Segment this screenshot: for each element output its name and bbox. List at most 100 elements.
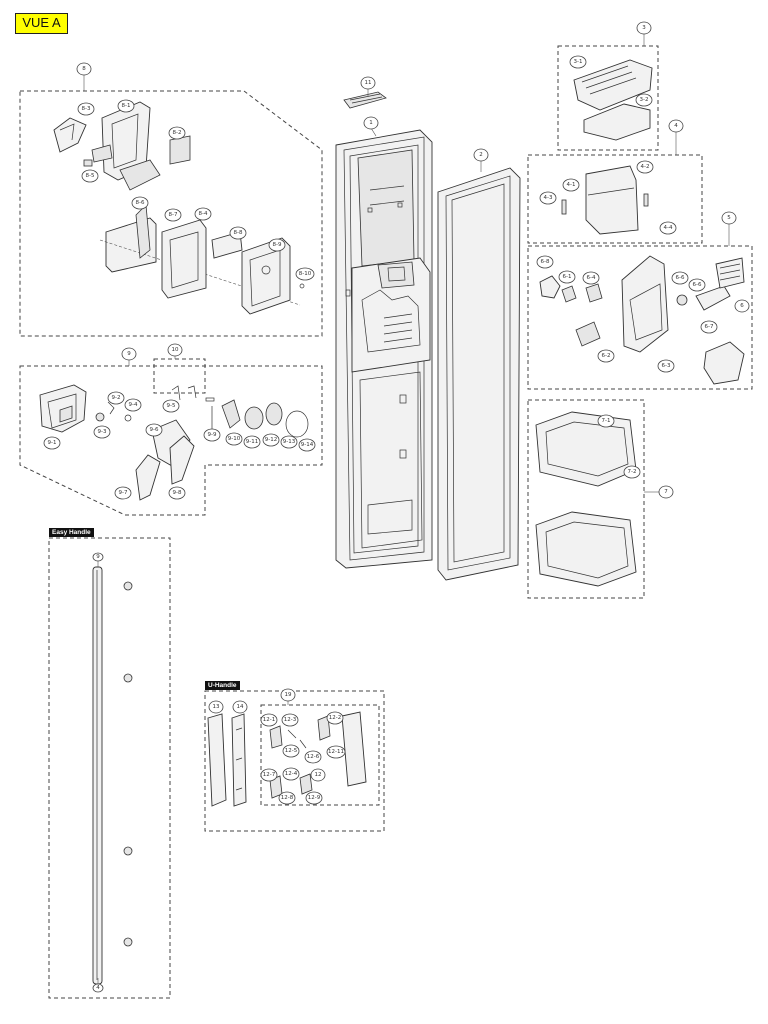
callout-11: 11 (360, 76, 376, 90)
callout-8-9: 8-9 (268, 238, 286, 252)
svg-text:6-6: 6-6 (676, 275, 685, 281)
svg-text:12-6: 12-6 (307, 754, 320, 760)
svg-text:3-2: 3-2 (640, 97, 649, 103)
svg-text:8: 8 (82, 66, 86, 72)
svg-text:8-7: 8-7 (169, 212, 178, 218)
callout-8: 8 (76, 62, 92, 76)
svg-text:9-14: 9-14 (301, 442, 314, 448)
group-4-parts (561, 165, 649, 235)
callout-4-3: 4-3 (539, 191, 557, 205)
u-handle-boundary (204, 690, 385, 832)
svg-text:8-6: 8-6 (136, 200, 145, 206)
easy-handle-section-label: Easy Handle (49, 528, 94, 537)
callout-9-11: 9-11 (243, 435, 261, 449)
group-7-boundary (527, 399, 645, 599)
svg-text:8-8: 8-8 (234, 230, 243, 236)
svg-text:4: 4 (96, 985, 100, 991)
callout-9-8: 9-8 (168, 486, 186, 500)
svg-text:8-2: 8-2 (173, 130, 182, 136)
svg-text:8-9: 8-9 (273, 242, 282, 248)
group-3-parts (573, 59, 653, 141)
callout-6-7: 6-7 (700, 320, 718, 334)
callout-3-1: 3-1 (569, 55, 587, 69)
svg-text:9: 9 (127, 351, 131, 357)
svg-text:9-8: 9-8 (173, 490, 182, 496)
callout-4-4: 4-4 (659, 221, 677, 235)
svg-text:6-3: 6-3 (662, 363, 671, 369)
view-title: VUE A (15, 13, 68, 34)
svg-text:11: 11 (365, 80, 372, 86)
svg-text:6-7: 6-7 (705, 324, 714, 330)
svg-text:12-7: 12-7 (263, 772, 276, 778)
callout-8-7: 8-7 (164, 208, 182, 222)
svg-text:7-2: 7-2 (628, 469, 637, 475)
callout-6-8: 6-8 (536, 255, 554, 269)
svg-text:19: 19 (285, 692, 292, 698)
svg-text:9-3: 9-3 (98, 429, 107, 435)
svg-text:8-10: 8-10 (299, 271, 312, 277)
svg-text:3: 3 (642, 25, 646, 31)
svg-text:6-4: 6-4 (587, 275, 596, 281)
callout-12-3: 12-3 (281, 713, 299, 727)
callout-9-1: 9-1 (43, 436, 61, 450)
callout-4: 4 (668, 119, 684, 133)
svg-text:9-2: 9-2 (112, 395, 121, 401)
callout-9-2: 9-2 (107, 391, 125, 405)
door-top-bracket (343, 91, 387, 109)
svg-text:9-5: 9-5 (167, 403, 176, 409)
svg-text:9-11: 9-11 (246, 439, 258, 445)
callout-9-7: 9-7 (114, 486, 132, 500)
callout-8-4: 8-4 (194, 207, 212, 221)
svg-text:14: 14 (237, 704, 244, 710)
leader-lines (83, 34, 730, 984)
group-6-parts (539, 255, 745, 385)
svg-text:6-6: 6-6 (693, 282, 702, 288)
svg-text:4-3: 4-3 (544, 195, 553, 201)
callout-7: 7 (658, 485, 674, 499)
callout-9-14: 9-14 (298, 438, 316, 452)
callout-8-10: 8-10 (295, 267, 315, 281)
callout-6: 6 (734, 299, 750, 313)
svg-text:4-2: 4-2 (641, 164, 650, 170)
svg-text:8-4: 8-4 (199, 211, 208, 217)
callout-12-4: 12-4 (282, 767, 300, 781)
svg-text:12-3: 12-3 (284, 717, 297, 723)
callout-9-5: 9-5 (162, 399, 180, 413)
svg-text:9-6: 9-6 (150, 427, 159, 433)
callout-9-10: 9-10 (225, 432, 243, 446)
svg-text:12-9: 12-9 (308, 795, 321, 801)
callout-19: 19 (280, 688, 296, 702)
svg-text:8-5: 8-5 (86, 173, 95, 179)
group-4-boundary (527, 154, 703, 244)
callout-balloons: 11 1 2 8 8-3 8-1 8-2 8-5 8-6 8-7 8-4 8-8… (43, 21, 750, 993)
callout-6-2: 6-2 (597, 349, 615, 363)
door-gasket (437, 167, 521, 581)
callout-10: 10 (167, 343, 183, 357)
u-handle-section-label: U-Handle (205, 681, 240, 690)
easy-handle-bar (92, 566, 133, 985)
svg-text:9-13: 9-13 (283, 439, 296, 445)
svg-text:12-5: 12-5 (285, 748, 298, 754)
svg-text:13: 13 (213, 704, 220, 710)
callout-12-2: 12-2 (326, 711, 344, 725)
callout-easy-top: 9 (92, 552, 104, 562)
callout-6-1: 6-1 (558, 270, 576, 284)
svg-text:7: 7 (664, 489, 668, 495)
svg-text:9-9: 9-9 (208, 432, 217, 438)
callout-12-6: 12-6 (304, 750, 322, 764)
callout-9: 9 (121, 347, 137, 361)
callout-9-12: 9-12 (262, 433, 280, 447)
callout-9-9: 9-9 (203, 428, 221, 442)
svg-text:2: 2 (479, 152, 483, 158)
easy-handle-boundary (48, 537, 171, 999)
callout-3-2: 3-2 (635, 93, 653, 107)
callout-13: 13 (208, 700, 224, 714)
group-10-boundary (153, 358, 206, 394)
group-6-boundary (527, 245, 753, 390)
callout-12-1: 12-1 (260, 713, 278, 727)
svg-text:6-1: 6-1 (563, 274, 572, 280)
callout-easy-bottom: 4 (92, 983, 104, 993)
svg-text:12-11: 12-11 (328, 749, 344, 755)
callout-5: 5 (721, 211, 737, 225)
svg-text:3-1: 3-1 (574, 59, 583, 65)
